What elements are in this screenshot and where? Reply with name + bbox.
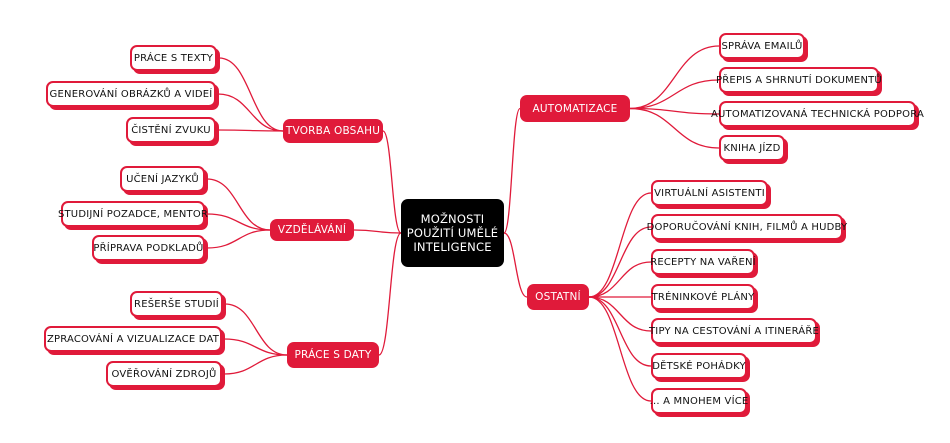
leaf-sprava-emailu: Správa emailů (719, 33, 805, 59)
leaf-priprava-podkladu: Příprava podkladů (92, 235, 205, 261)
leaf-prace-s-texty: Práce s texty (130, 45, 217, 71)
leaf-mnohem-vice: ... a mnohem více (650, 388, 748, 414)
leaf-virtualni-asistenti: Virtuální asistenti (651, 180, 768, 206)
branch-ostatni: Ostatní (527, 284, 589, 310)
connector-leaf-generovani-obrazku (217, 93, 284, 132)
leaf-doporucovani: Doporučování knih, filmů a hudby (647, 214, 847, 240)
connector-branch-tvorba-obsahu (382, 130, 402, 234)
connector-leaf-prace-s-texty (218, 57, 284, 132)
connector-leaf-overovani-zdroju (223, 354, 288, 375)
connector-leaf-tipy-cestovani (588, 296, 652, 332)
connector-leaf-kniha-jizd (629, 107, 720, 149)
leaf-cisteni-zvuku: Čistění zvuku (126, 117, 216, 143)
connector-branch-vzdelavani (353, 229, 402, 234)
leaf-generovani-obrazku: Generování obrázků a videí (46, 81, 216, 107)
connector-leaf-technicka-podpora (629, 107, 720, 115)
connector-leaf-prepis-shrnuti (629, 79, 720, 110)
branch-tvorba-obsahu: Tvorba obsahu (283, 119, 383, 143)
central-topic-line-1: Možnosti (420, 212, 485, 226)
connector-branch-prace-s-daty (378, 232, 402, 356)
branch-automatizace: Automatizace (520, 95, 630, 122)
leaf-treninkove-plany: Tréninkové plány (651, 284, 755, 310)
leaf-tipy-cestovani: Tipy na cestování a itineráře (649, 318, 819, 344)
central-topic-line-2: použití umělé (406, 226, 499, 240)
connector-leaf-recepty (588, 261, 652, 298)
central-topic: Možnosti použití umělé inteligence (401, 199, 504, 267)
branch-prace-s-daty: Práce s daty (287, 342, 379, 368)
leaf-zpracovani-dat: Zpracování a vizualizace dat (44, 326, 222, 352)
connector-leaf-virtualni-asistenti (588, 192, 652, 298)
leaf-detske-pohadky: Dětské pohádky (651, 353, 747, 379)
connector-leaf-doporucovani (588, 226, 652, 298)
leaf-technicka-podpora: Automatizovaná technická podpora (711, 101, 924, 127)
connector-leaf-uceni-jazyku (206, 178, 271, 231)
leaf-overovani-zdroju: Ověřování zdrojů (106, 361, 222, 387)
leaf-uceni-jazyku: Učení jazyků (120, 166, 205, 192)
leaf-kniha-jizd: Kniha jízd (719, 135, 785, 161)
connector-branch-automatizace (503, 107, 521, 234)
connector-leaf-cisteni-zvuku (217, 129, 284, 132)
branch-vzdelavani: Vzdělávání (270, 219, 354, 241)
connector-leaf-reserse-studii (224, 303, 288, 356)
connector-branch-ostatni (503, 232, 528, 298)
leaf-studijni-pozadce: Studijní pozadce, mentor (58, 201, 208, 227)
connector-leaf-zpracovani-dat (223, 338, 288, 356)
connector-leaf-sprava-emailu (629, 45, 720, 110)
connector-leaf-mnohem-vice (588, 296, 652, 402)
connector-leaf-studijni-pozadce (206, 213, 271, 231)
leaf-recepty: Recepty na vaření (650, 249, 756, 275)
connector-leaf-priprava-podkladu (206, 229, 271, 249)
connector-leaf-detske-pohadky (588, 296, 652, 367)
leaf-reserse-studii: Rešerše studií (130, 291, 223, 317)
leaf-prepis-shrnuti: Přepis a shrnutí dokumentů (716, 67, 882, 93)
central-topic-line-3: inteligence (413, 240, 492, 254)
